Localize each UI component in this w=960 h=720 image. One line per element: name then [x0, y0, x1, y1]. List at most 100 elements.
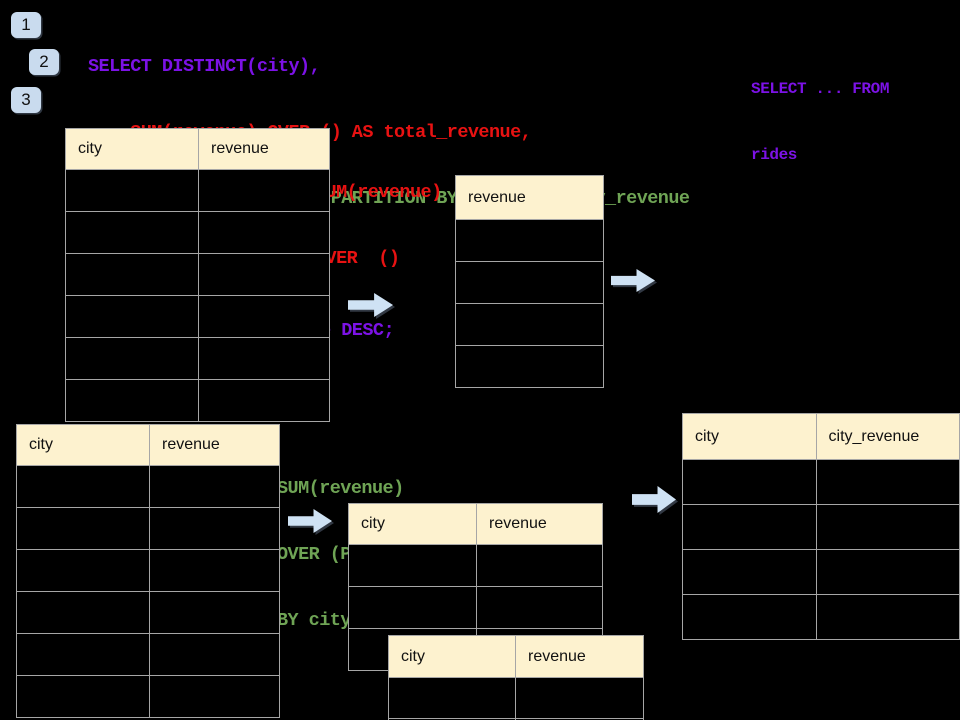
empty-cell: [65, 253, 199, 296]
empty-cell: [16, 591, 150, 634]
empty-row: [682, 504, 960, 550]
query-shorthand-note: SELECT ... FROM rides: [751, 34, 889, 210]
annotation-line: SUM(revenue): [315, 182, 442, 203]
empty-row: [388, 718, 644, 720]
empty-cell: [198, 379, 330, 422]
step-badge-3-label: 3: [21, 90, 31, 109]
empty-row: [16, 591, 280, 634]
empty-cell: [455, 303, 604, 346]
annotation-line: OVER (): [315, 248, 400, 269]
empty-cell: [455, 219, 604, 262]
arrow-shape: [348, 293, 393, 317]
empty-cell: [348, 586, 477, 629]
empty-row: [65, 169, 330, 212]
empty-cell: [815, 594, 960, 640]
empty-row: [388, 677, 644, 719]
column-header: city: [16, 424, 150, 466]
empty-cell: [16, 633, 150, 676]
empty-cell: [65, 169, 199, 212]
empty-row: [16, 633, 280, 676]
empty-cell: [198, 211, 330, 254]
empty-row: [65, 337, 330, 380]
column-header: revenue: [149, 424, 280, 466]
flow-arrow-right-icon: [611, 269, 655, 292]
empty-cell: [515, 677, 644, 719]
empty-cell: [16, 507, 150, 550]
empty-cell: [682, 459, 817, 505]
step-badge-1-label: 1: [21, 15, 31, 34]
empty-cell: [149, 633, 280, 676]
empty-cell: [455, 261, 604, 304]
empty-cell: [16, 465, 150, 508]
empty-row: [348, 544, 603, 587]
empty-row: [455, 261, 604, 304]
annotation-line: SUM(revenue): [277, 478, 404, 499]
empty-cell: [149, 675, 280, 718]
empty-cell: [515, 718, 644, 720]
arrow-shape: [632, 486, 676, 513]
empty-row: [455, 219, 604, 262]
empty-cell: [198, 295, 330, 338]
empty-cell: [149, 465, 280, 508]
sql-code-line: SELECT DISTINCT(city),: [88, 56, 321, 77]
empty-cell: [388, 677, 516, 719]
empty-cell: [149, 549, 280, 592]
empty-cell: [815, 459, 960, 505]
empty-cell: [682, 549, 817, 595]
empty-row: [682, 459, 960, 505]
column-header: revenue: [198, 128, 330, 170]
empty-cell: [198, 337, 330, 380]
flow-arrow-right-icon: [348, 293, 393, 317]
query-shorthand-line: rides: [751, 146, 798, 164]
empty-cell: [149, 507, 280, 550]
step-badge-3: 3: [11, 87, 41, 113]
step-badge-2-label: 2: [39, 52, 49, 71]
query-shorthand-line: SELECT ... FROM: [751, 80, 890, 98]
empty-row: [65, 211, 330, 254]
empty-row: [16, 507, 280, 550]
column-header: revenue: [476, 503, 603, 545]
empty-cell: [198, 169, 330, 212]
empty-cell: [476, 586, 603, 629]
empty-cell: [16, 549, 150, 592]
empty-cell: [476, 544, 603, 587]
arrow-shape: [611, 269, 655, 292]
table-total-result: revenue: [455, 175, 604, 388]
flow-arrow-right-icon: [288, 509, 332, 533]
empty-cell: [815, 504, 960, 550]
empty-cell: [149, 591, 280, 634]
empty-cell: [65, 379, 199, 422]
empty-cell: [65, 295, 199, 338]
flow-arrow-right-icon: [632, 486, 676, 513]
step-badge-2: 2: [29, 49, 59, 75]
step-badge-1: 1: [11, 12, 41, 38]
column-header: city: [348, 503, 477, 545]
empty-cell: [348, 544, 477, 587]
empty-cell: [682, 594, 817, 640]
arrow-shape: [288, 509, 332, 533]
empty-row: [65, 379, 330, 422]
column-header: city_revenue: [815, 413, 960, 460]
empty-row: [16, 465, 280, 508]
column-header: city: [388, 635, 516, 678]
empty-row: [16, 675, 280, 718]
empty-cell: [455, 345, 604, 388]
empty-cell: [198, 253, 330, 296]
empty-row: [455, 303, 604, 346]
empty-row: [682, 549, 960, 595]
column-header: city: [682, 413, 817, 460]
empty-row: [348, 586, 603, 629]
column-header: revenue: [455, 175, 604, 220]
empty-cell: [65, 337, 199, 380]
column-header: city: [65, 128, 199, 170]
empty-cell: [65, 211, 199, 254]
empty-cell: [16, 675, 150, 718]
empty-cell: [682, 504, 817, 550]
empty-row: [455, 345, 604, 388]
empty-row: [16, 549, 280, 592]
